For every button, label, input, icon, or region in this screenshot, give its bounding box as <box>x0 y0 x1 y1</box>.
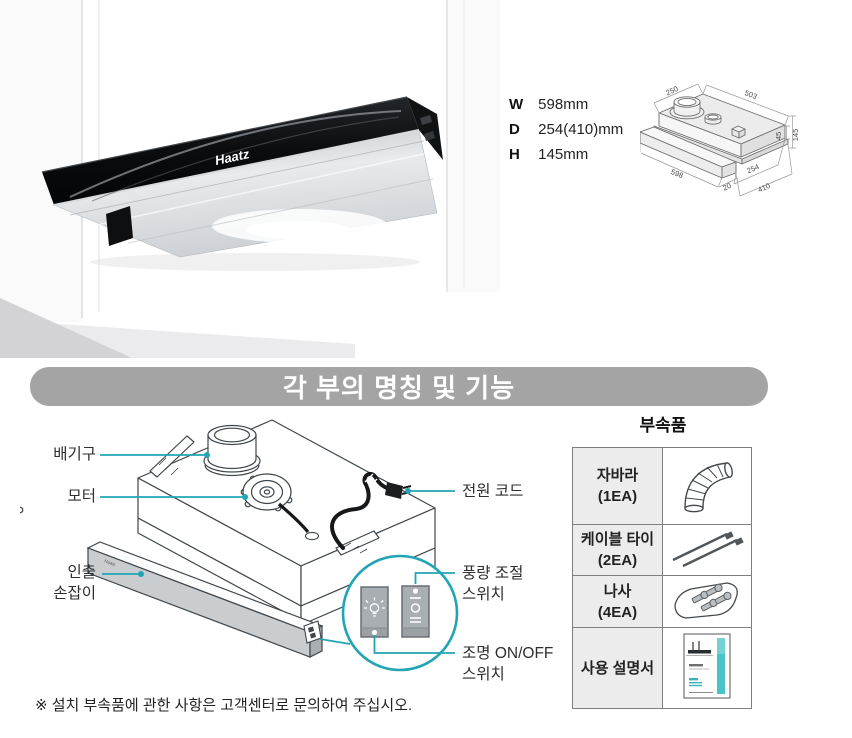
label-light-switch: 조명 ON/OFF 스위치 <box>462 643 553 685</box>
accessories-table: 자바라 (1EA) 케이블 타이 (2EA) <box>572 447 752 709</box>
kitchen-cabinet-background <box>0 0 500 358</box>
label-text: 조명 ON/OFF <box>462 645 554 662</box>
label-text: 배기구 <box>53 446 96 463</box>
power-plug <box>385 482 403 499</box>
label-pullout-handle: 인출 손잡이 <box>28 562 96 604</box>
accessory-row: 사용 설명서 <box>572 627 752 709</box>
spec-row-depth: D 254(410)mm <box>509 117 623 142</box>
accessory-name: 나사 <box>603 582 632 600</box>
leader-dots <box>138 452 411 577</box>
section-banner-title: 각 부의 명칭 및 기능 <box>282 373 516 403</box>
dimension-labels: 250 503 45 145 598 20 254 410 <box>664 84 800 194</box>
spec-value: 145mm <box>538 146 589 163</box>
handle-brand-logo: Haatz <box>104 558 117 567</box>
accessory-name: 케이블 타이 <box>580 531 655 548</box>
label-text: 풍량 조절 <box>462 565 524 582</box>
accessory-name-cell: 사용 설명서 <box>572 627 663 709</box>
accessory-row: 케이블 타이 (2EA) <box>572 524 752 576</box>
brand-logo: Haatz <box>214 146 251 168</box>
dim-45: 45 <box>774 132 783 140</box>
section-banner: 각 부의 명칭 및 기능 <box>30 367 768 406</box>
product-photo: Haatz <box>0 0 500 358</box>
flexible-duct-icon <box>684 461 733 512</box>
dimension-body <box>640 93 789 179</box>
label-text: 스위치 <box>462 586 505 603</box>
switch-unit-drawing <box>303 620 322 644</box>
light-switch-anchor-dot <box>371 629 378 636</box>
accessory-name: 자바라 <box>596 467 639 484</box>
user-manual-icon <box>683 633 731 698</box>
dim-250: 250 <box>664 84 679 97</box>
label-text: 스위치 <box>462 666 505 683</box>
fan-speed-marks-icon <box>410 597 421 623</box>
spec-row-width: W 598mm <box>509 92 623 117</box>
dimension-lines <box>640 83 796 197</box>
spec-value: 598mm <box>538 96 589 113</box>
dim-410: 410 <box>756 181 771 194</box>
spec-row-height: H 145mm <box>509 142 623 167</box>
accessories-title: 부속품 <box>639 416 687 435</box>
dim-20: 20 <box>721 181 732 193</box>
accessory-icon-cell <box>662 447 752 525</box>
dim-145: 145 <box>791 129 800 142</box>
accessory-icon-cell <box>662 524 752 576</box>
label-motor: 모터 <box>36 486 96 507</box>
label-power-cord: 전원 코드 <box>462 481 523 502</box>
label-fan-switch: 풍량 조절 스위치 <box>462 563 523 605</box>
cable-tie-icon <box>672 530 744 567</box>
dim-503: 503 <box>743 88 758 101</box>
label-text: 전원 코드 <box>462 483 524 500</box>
spec-value: 254(410)mm <box>538 121 624 138</box>
parts-diagram-drawing: Haatz <box>20 419 459 672</box>
accessory-icon-cell <box>662 575 752 628</box>
accessories-panel: 부속품 자바라 (1EA) 케이블 <box>572 414 754 709</box>
accessory-row: 자바라 (1EA) <box>572 447 752 525</box>
accessory-name-cell: 자바라 (1EA) <box>572 447 663 525</box>
fan-speed-switch-button <box>401 585 430 638</box>
accessory-qty: (4EA) <box>597 603 638 621</box>
mounting-bracket-left <box>149 435 195 478</box>
label-text: 모터 <box>67 488 96 505</box>
label-text: 인출 <box>67 564 96 581</box>
motor-drawing <box>20 473 293 514</box>
accessory-row: 나사 (4EA) <box>572 575 752 628</box>
spec-list: W 598mm D 254(410)mm H 145mm <box>509 92 623 167</box>
power-cord-drawing <box>277 471 412 550</box>
spec-key: H <box>509 146 520 163</box>
dimension-diagram: 250 503 45 145 598 20 254 410 <box>640 83 800 197</box>
fan-switch-anchor-dot <box>412 588 419 594</box>
accessory-name-cell: 나사 (4EA) <box>572 575 663 628</box>
leader-lines <box>100 454 455 654</box>
accessory-qty: (2EA) <box>597 552 638 569</box>
accessory-name-cell: 케이블 타이 (2EA) <box>572 524 663 576</box>
accessory-icon-cell <box>662 627 752 709</box>
spec-key: W <box>509 96 524 113</box>
parts-diagram: Haatz <box>20 415 560 705</box>
switch-callout <box>319 554 459 672</box>
mounting-bracket-right <box>335 530 380 556</box>
footnote: ※ 설치 부속품에 관한 사항은 고객센터로 문의하여 주십시오. <box>35 697 413 714</box>
label-text: 손잡이 <box>53 585 96 602</box>
bulb-icon <box>364 597 385 617</box>
screws-bag-icon <box>674 582 738 619</box>
light-switch-button <box>360 586 389 638</box>
exhaust-duct-drawing <box>203 424 261 477</box>
label-exhaust-port: 배기구 <box>36 444 96 465</box>
dim-598: 598 <box>669 167 684 180</box>
accessory-name: 사용 설명서 <box>580 659 655 677</box>
accessory-qty: (1EA) <box>597 488 638 505</box>
range-hood-photo: Haatz <box>41 96 443 271</box>
spec-key: D <box>509 121 520 138</box>
